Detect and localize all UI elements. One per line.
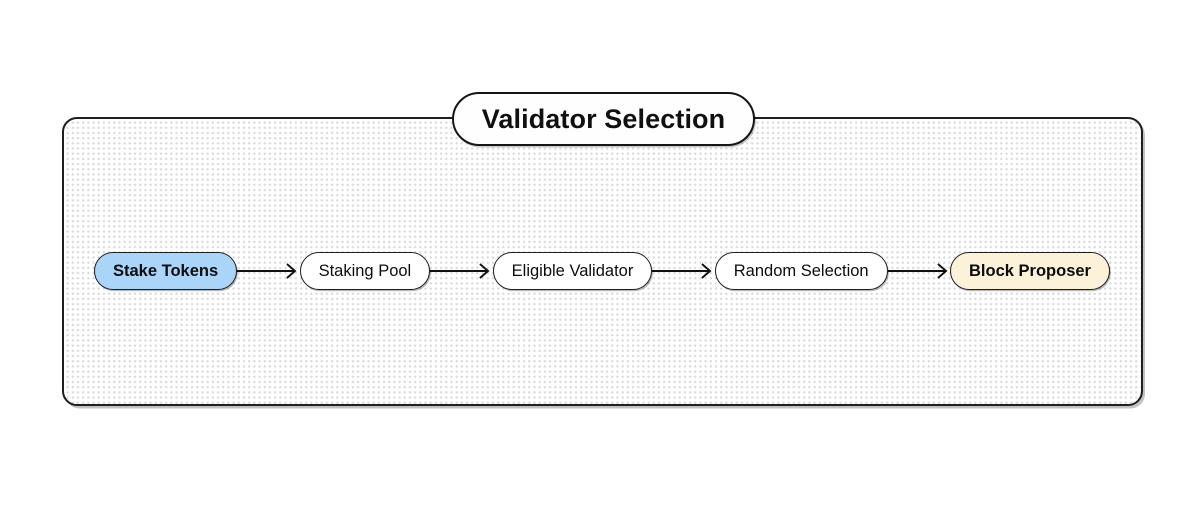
node-staking-pool[interactable]: Staking Pool [299, 252, 431, 290]
edge-random-selection-to-block-proposer [888, 261, 950, 281]
edge-stake-tokens-to-staking-pool [237, 261, 299, 281]
node-label: Staking Pool [318, 261, 412, 280]
node-label: Eligible Validator [511, 261, 634, 280]
node-label: Stake Tokens [113, 261, 219, 280]
subgraph-title: Validator Selection [452, 92, 755, 146]
node-block-proposer[interactable]: Block Proposer [950, 252, 1110, 290]
edge-eligible-validator-to-random-selection [652, 261, 714, 281]
node-stake-tokens[interactable]: Stake Tokens [94, 252, 238, 290]
node-label: Random Selection [733, 261, 869, 280]
flow-row: Stake Tokens Staking Pool Eligible Valid… [94, 251, 1110, 291]
edge-staking-pool-to-eligible-validator [430, 261, 492, 281]
node-random-selection[interactable]: Random Selection [714, 252, 888, 290]
node-eligible-validator[interactable]: Eligible Validator [492, 252, 653, 290]
node-label: Block Proposer [969, 261, 1091, 280]
